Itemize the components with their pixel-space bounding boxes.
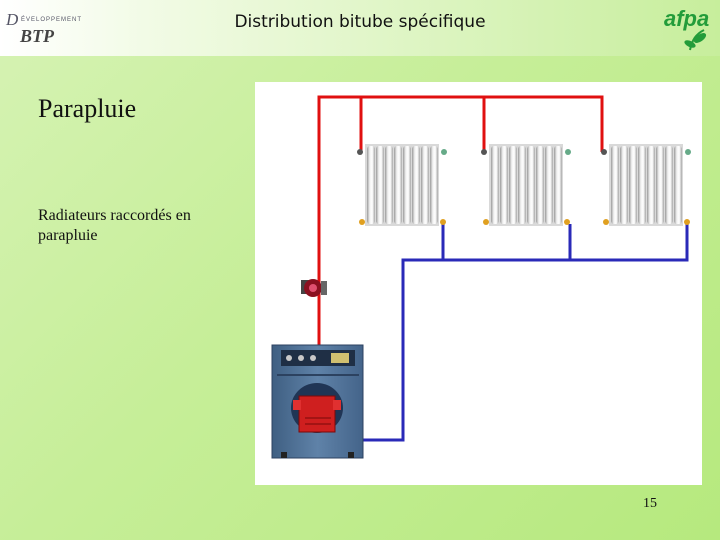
page-number: 15 bbox=[643, 496, 657, 511]
afpa-logo-text: afpa bbox=[664, 6, 710, 31]
slide-header: D ÉVELOPPEMENT BTP Distribution bitube s… bbox=[0, 0, 720, 56]
boiler-icon bbox=[271, 344, 364, 459]
supply-pipes bbox=[317, 95, 604, 347]
header-title: Distribution bitube spécifique bbox=[234, 12, 486, 32]
return-main-pipe bbox=[350, 224, 689, 442]
heating-diagram bbox=[255, 82, 702, 485]
parapluie-schematic bbox=[271, 95, 691, 459]
radiator-2 bbox=[481, 144, 571, 226]
radiator-3 bbox=[601, 144, 691, 226]
supply-main-pipe bbox=[317, 95, 604, 300]
radiator-1 bbox=[357, 144, 447, 226]
circulator-pump-icon bbox=[301, 279, 327, 297]
afpa-leaf-icon bbox=[684, 29, 707, 51]
return-pipes bbox=[350, 224, 689, 442]
slide-title: Parapluie bbox=[38, 94, 137, 123]
afpa-logo: afpa bbox=[660, 4, 716, 52]
slide-caption: Radiateurs raccordés en parapluie bbox=[38, 207, 191, 244]
btp-logo: D ÉVELOPPEMENT BTP bbox=[6, 10, 83, 46]
btp-logo-text: BTP bbox=[20, 26, 54, 46]
